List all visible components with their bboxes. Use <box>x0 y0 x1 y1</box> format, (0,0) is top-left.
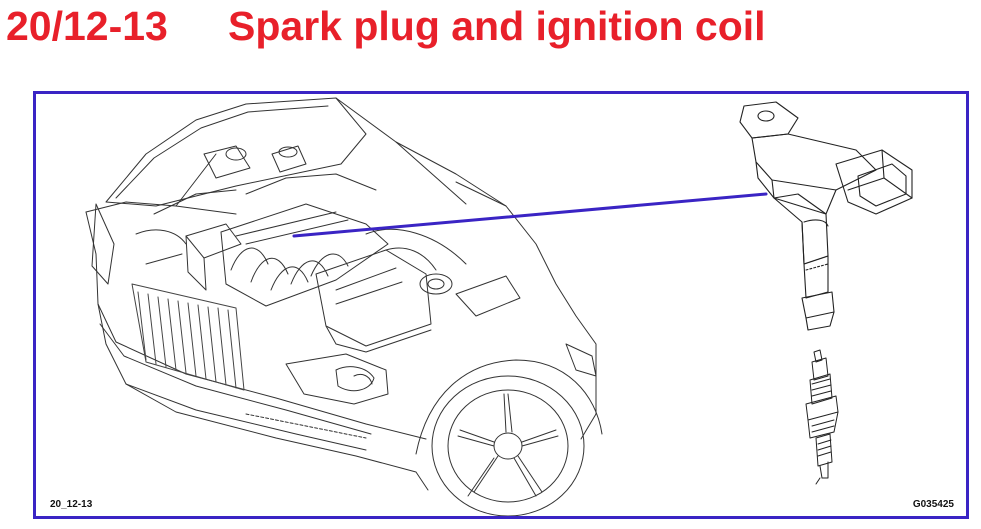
leader-line <box>292 192 768 238</box>
diagram-frame: 20_12-13 G035425 <box>33 91 969 519</box>
car-front-illustration <box>85 97 603 516</box>
diagram-illustration <box>85 97 913 516</box>
spark-plug-illustration <box>805 349 839 485</box>
page-title: Spark plug and ignition coil <box>228 3 766 49</box>
page-heading: 20/12-13 Spark plug and ignition coil <box>6 2 976 52</box>
illustration-reference: 20_12-13 <box>50 499 93 510</box>
section-code: 20/12-13 <box>6 3 168 49</box>
figure-id: G035425 <box>912 499 954 510</box>
ignition-coil-illustration <box>739 101 913 331</box>
